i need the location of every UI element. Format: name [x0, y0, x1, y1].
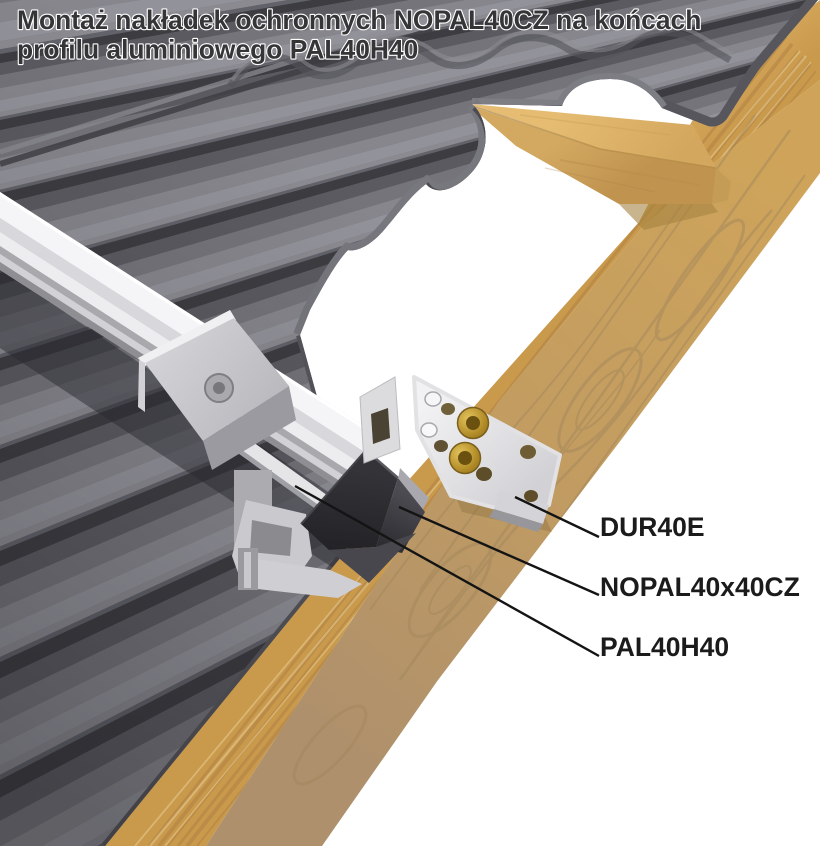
svg-text:PAL40H40: PAL40H40 [600, 632, 729, 662]
svg-text:Montaż nakładek ochronnych NOP: Montaż nakładek ochronnych NOPAL40CZ na … [17, 5, 701, 35]
svg-text:DUR40E: DUR40E [600, 512, 705, 542]
svg-text:NOPAL40x40CZ: NOPAL40x40CZ [600, 572, 800, 602]
svg-text:profilu aluminiowego PAL40H40: profilu aluminiowego PAL40H40 [17, 35, 418, 65]
